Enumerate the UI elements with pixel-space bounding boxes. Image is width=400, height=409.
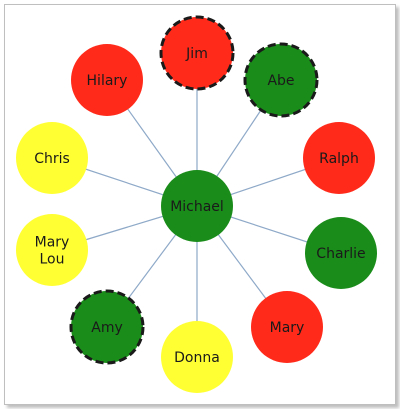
node-ralph-label: Ralph <box>319 151 359 167</box>
center-node: Michael <box>161 170 233 242</box>
node-donna-label: Donna <box>174 350 220 366</box>
node-jim-label-line: Jim <box>185 46 208 62</box>
node-amy-circle <box>69 289 145 365</box>
node-ralph-circle <box>303 122 375 194</box>
node-abe: Abe <box>243 42 319 118</box>
node-jim-label: Jim <box>185 46 208 62</box>
node-jim-circle <box>159 15 235 91</box>
node-jim: Jim <box>159 15 235 91</box>
node-mary-label: Mary <box>270 320 305 336</box>
node-charlie: Charlie <box>305 217 377 289</box>
node-abe-circle <box>243 42 319 118</box>
node-charlie-label: Charlie <box>316 246 365 262</box>
node-donna: Donna <box>161 321 233 393</box>
node-amy-label-line: Amy <box>91 320 123 336</box>
node-chris-label-line: Chris <box>34 151 70 167</box>
node-abe-label-line: Abe <box>267 73 294 89</box>
node-chris: Chris <box>16 122 88 194</box>
node-mary-circle <box>251 291 323 363</box>
node-amy-label: Amy <box>91 320 123 336</box>
node-mary-lou-label-line: Mary <box>35 235 70 251</box>
node-charlie-circle <box>305 217 377 289</box>
node-chris-circle <box>16 122 88 194</box>
node-donna-label-line: Donna <box>174 350 220 366</box>
node-mary-lou-label-line: Lou <box>40 252 65 268</box>
node-ralph: Ralph <box>303 122 375 194</box>
node-hilary-label-line: Hilary <box>87 73 128 89</box>
node-charlie-label-line: Charlie <box>316 246 365 262</box>
node-mary-label-line: Mary <box>270 320 305 336</box>
node-abe-label: Abe <box>267 73 294 89</box>
node-hilary-circle <box>71 44 143 116</box>
node-ralph-label-line: Ralph <box>319 151 359 167</box>
node-hilary: Hilary <box>71 44 143 116</box>
center-node-circle <box>161 170 233 242</box>
node-mary-lou-circle <box>16 214 88 286</box>
node-hilary-label: Hilary <box>87 73 128 89</box>
node-chris-label: Chris <box>34 151 70 167</box>
node-amy: Amy <box>69 289 145 365</box>
node-donna-circle <box>161 321 233 393</box>
center-node-label: Michael <box>170 199 224 215</box>
node-mary: Mary <box>251 291 323 363</box>
